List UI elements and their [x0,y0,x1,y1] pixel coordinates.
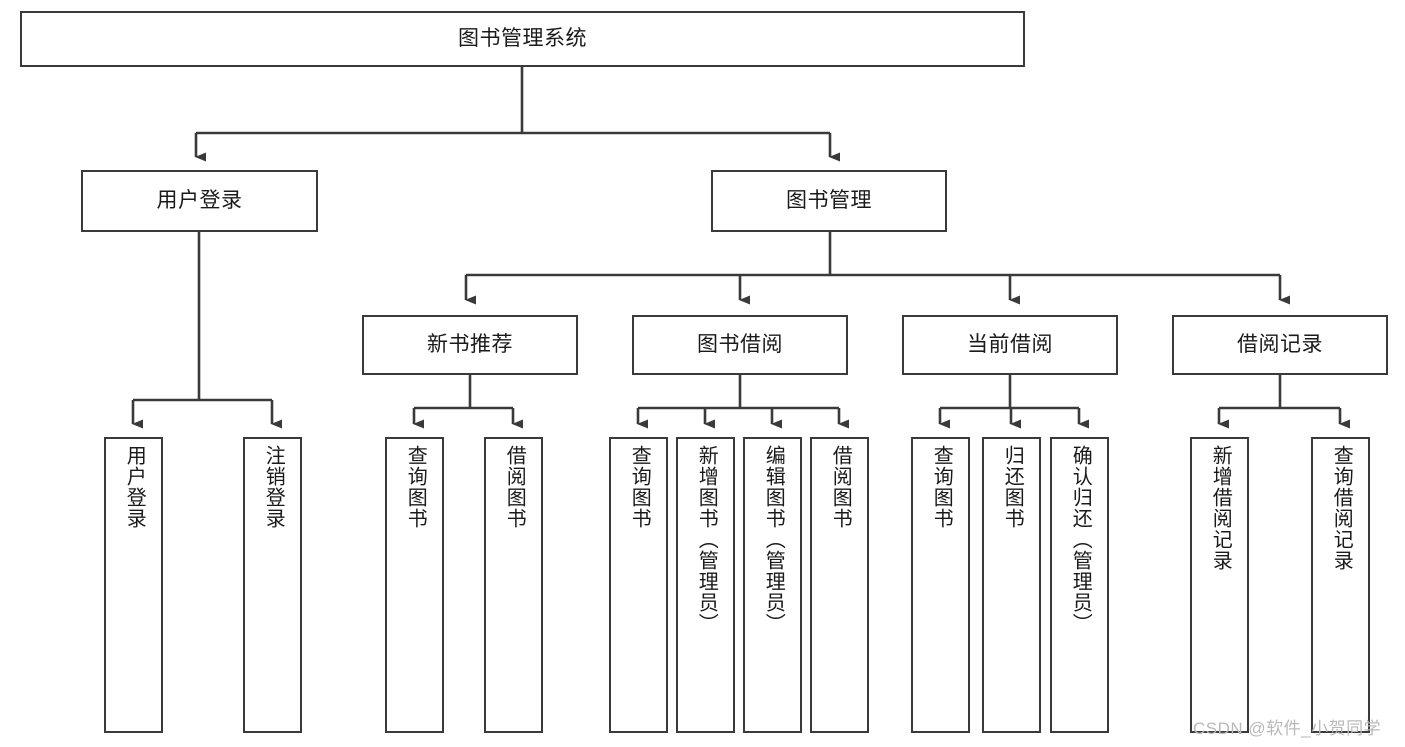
leaf-logout[interactable]: 注销登录 [243,437,302,733]
leaf-borrow-book-label: 借阅图书 [829,445,852,529]
connector-records-to-leaves [1217,375,1350,429]
node-borrow-record-label: 借阅记录 [1237,333,1323,357]
leaf-return-book[interactable]: 归还图书 [982,437,1041,733]
leaf-borrow-book[interactable]: 借阅图书 [810,437,869,733]
connector-root-to-level2 [194,67,840,162]
connector-borrow-to-leaves [636,375,849,429]
leaf-borrow-book-recommend-label: 借阅图书 [503,445,526,529]
node-current-borrow[interactable]: 当前借阅 [902,315,1118,375]
node-borrow-record[interactable]: 借阅记录 [1172,315,1388,375]
connector-current-to-leaves [938,375,1089,429]
leaf-add-borrow-record-label: 新增借阅记录 [1209,445,1232,571]
node-user-login[interactable]: 用户登录 [81,170,318,232]
node-user-login-label: 用户登录 [156,189,243,213]
node-book-management-label: 图书管理 [786,189,872,213]
node-root[interactable]: 图书管理系统 [20,11,1025,67]
node-new-book-recommend-label: 新书推荐 [427,333,513,357]
leaf-user-login-label: 用户登录 [123,445,146,529]
leaf-return-book-label: 归还图书 [1001,445,1024,529]
leaf-query-book-recommend[interactable]: 查询图书 [385,437,444,733]
connector-newbooks-to-leaves [412,375,523,429]
leaf-add-book-admin[interactable]: 新增图书（管理员） [676,437,735,733]
node-new-book-recommend[interactable]: 新书推荐 [362,315,578,375]
leaf-query-book-current-label: 查询图书 [930,445,953,529]
leaf-query-book-recommend-label: 查询图书 [404,445,427,529]
leaf-user-login[interactable]: 用户登录 [104,437,163,733]
leaf-confirm-return-admin-label: 确认归还（管理员） [1069,445,1092,634]
leaf-borrow-book-recommend[interactable]: 借阅图书 [484,437,543,733]
connector-login-to-leaves [131,232,282,429]
leaf-query-borrow-record-label: 查询借阅记录 [1330,445,1353,571]
node-book-borrow-label: 图书借阅 [697,333,783,357]
leaf-edit-book-admin-label: 编辑图书（管理员） [762,445,785,634]
leaf-edit-book-admin[interactable]: 编辑图书（管理员） [743,437,802,733]
node-current-borrow-label: 当前借阅 [967,333,1053,357]
leaf-query-book-current[interactable]: 查询图书 [911,437,970,733]
leaf-query-book-borrow-label: 查询图书 [628,445,651,529]
leaf-add-borrow-record[interactable]: 新增借阅记录 [1190,437,1249,733]
connector-books-to-level3 [464,232,1290,305]
node-book-management[interactable]: 图书管理 [711,170,947,232]
leaf-logout-label: 注销登录 [262,445,285,529]
node-book-borrow[interactable]: 图书借阅 [632,315,848,375]
leaf-query-borrow-record[interactable]: 查询借阅记录 [1311,437,1370,733]
leaf-confirm-return-admin[interactable]: 确认归还（管理员） [1050,437,1109,733]
leaf-add-book-admin-label: 新增图书（管理员） [695,445,718,634]
node-root-label: 图书管理系统 [458,27,587,51]
leaf-query-book-borrow[interactable]: 查询图书 [609,437,668,733]
